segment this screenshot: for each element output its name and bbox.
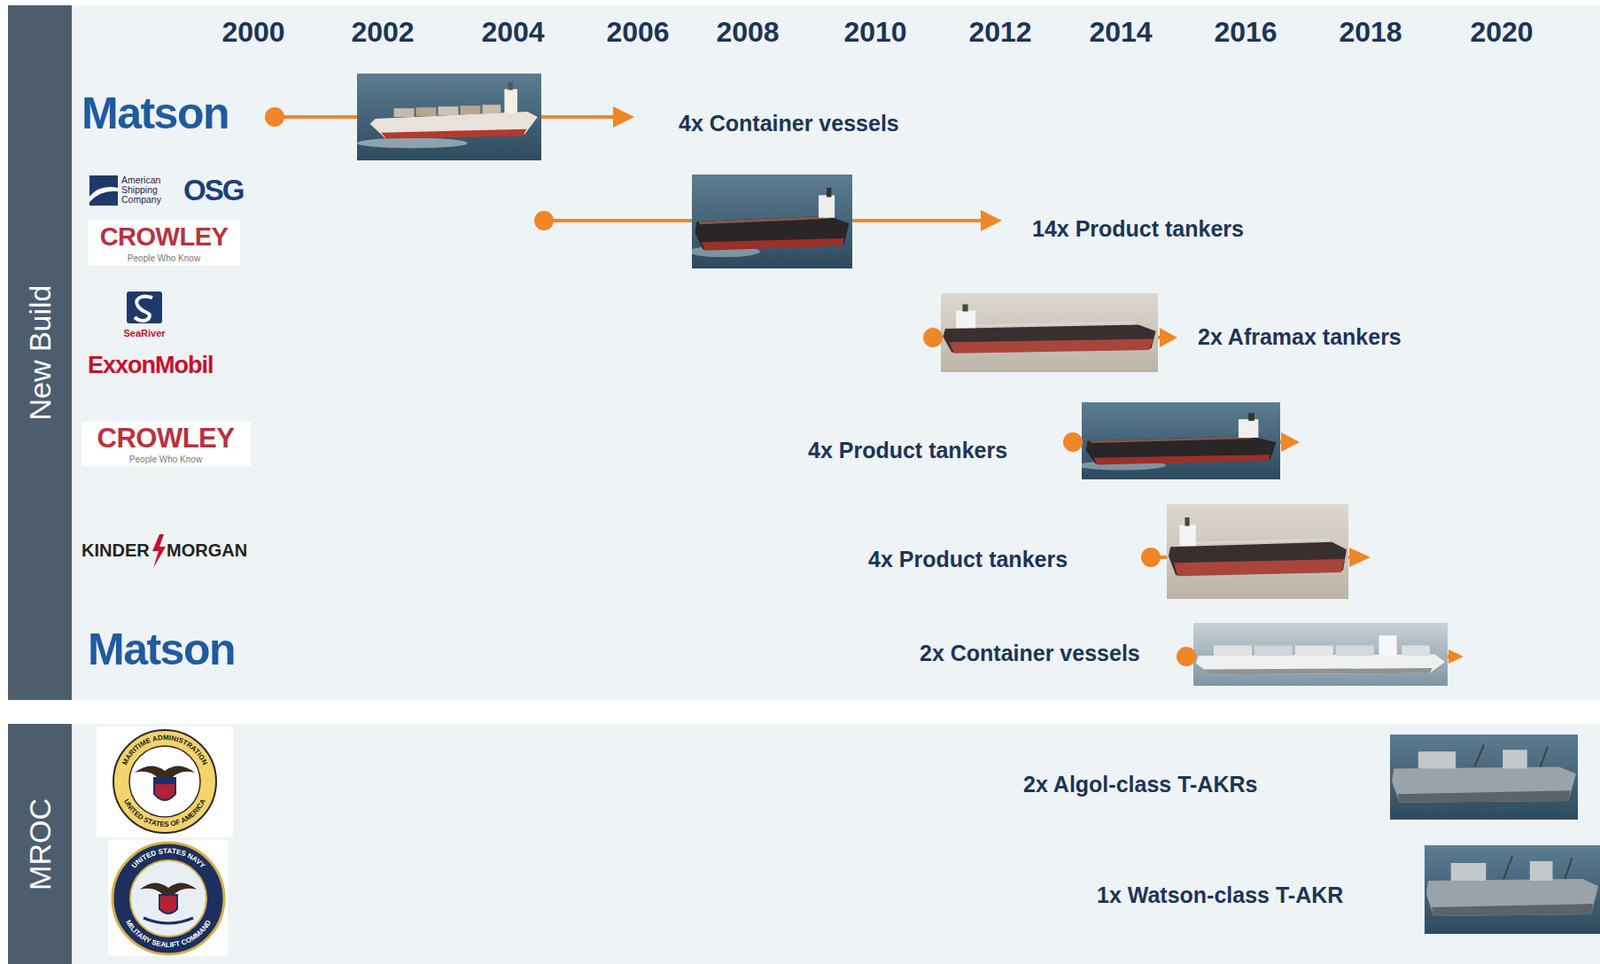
- year-label: 2012: [968, 16, 1032, 48]
- logo-text: OSG: [183, 174, 243, 207]
- seal-text: UNITED STATES NAVY: [130, 846, 208, 870]
- logo-art: [81, 175, 251, 956]
- year-label: 2004: [481, 16, 544, 48]
- row-label: 14x Product tankers: [1032, 217, 1244, 242]
- logo-text: American Shipping Company: [121, 175, 162, 205]
- row-label: 4x Product tankers: [807, 438, 1008, 464]
- logo-text: Matson: [81, 89, 229, 139]
- seal-text: MARITIME ADMINISTRATION: [120, 733, 210, 767]
- year-label: 2020: [1469, 16, 1533, 48]
- section-title: MROC: [23, 798, 58, 891]
- row-label: 2x Algol-class T-AKRs: [1023, 772, 1258, 798]
- timeline-row: [264, 73, 1464, 686]
- section-band: MROC: [7, 723, 72, 964]
- logo-text: KINDER: [81, 540, 150, 560]
- panel: [7, 5, 1600, 700]
- logo-text: CROWLEY: [100, 223, 229, 252]
- year-label: 2016: [1213, 16, 1277, 48]
- row-label: 2x Container vessels: [919, 641, 1141, 667]
- logo-text: People Who Know: [127, 253, 201, 264]
- logo-text: Matson: [87, 625, 235, 675]
- row-label: 1x Watson-class T-AKR: [1096, 883, 1344, 909]
- row-label: 4x Product tankers: [868, 547, 1068, 573]
- seal-text-layer: MARITIME ADMINISTRATION UNITED STATES OF …: [120, 733, 213, 949]
- section-title: New Build: [23, 284, 58, 420]
- seal-text: MILITARY SEALIFT COMMAND: [124, 918, 213, 949]
- seal-text: UNITED STATES NAVY: [130, 846, 208, 870]
- year-label: 2010: [843, 16, 907, 48]
- seal-text: UNITED STATES OF AMERICA: [122, 797, 208, 829]
- logo-text: ExxonMobil: [87, 352, 214, 380]
- year-label: 2002: [350, 16, 414, 48]
- logo-text: MORGAN: [166, 540, 248, 560]
- mroc-ship: [1390, 734, 1600, 934]
- row-label: 4x Container vessels: [678, 111, 900, 137]
- panel: [7, 723, 1600, 964]
- marad-seal: [113, 730, 217, 833]
- logo-text: SeaRiver: [123, 327, 165, 339]
- year-label: 2008: [715, 16, 779, 48]
- seal-text: MILITARY SEALIFT COMMAND: [124, 918, 213, 949]
- row-label: 2x Aframax tankers: [1197, 325, 1402, 350]
- seal-text: UNITED STATES OF AMERICA: [122, 797, 208, 829]
- section-band: New Build: [7, 5, 72, 700]
- year-label: 2018: [1338, 16, 1402, 48]
- logo-text: People Who Know: [129, 454, 202, 465]
- year-label: 2006: [605, 16, 669, 48]
- year-label: 2014: [1088, 16, 1152, 48]
- msc-seal: [112, 842, 225, 955]
- logo-text: CROWLEY: [97, 423, 235, 454]
- year-label: 2000: [221, 16, 285, 48]
- seal-text: MARITIME ADMINISTRATION: [120, 733, 210, 767]
